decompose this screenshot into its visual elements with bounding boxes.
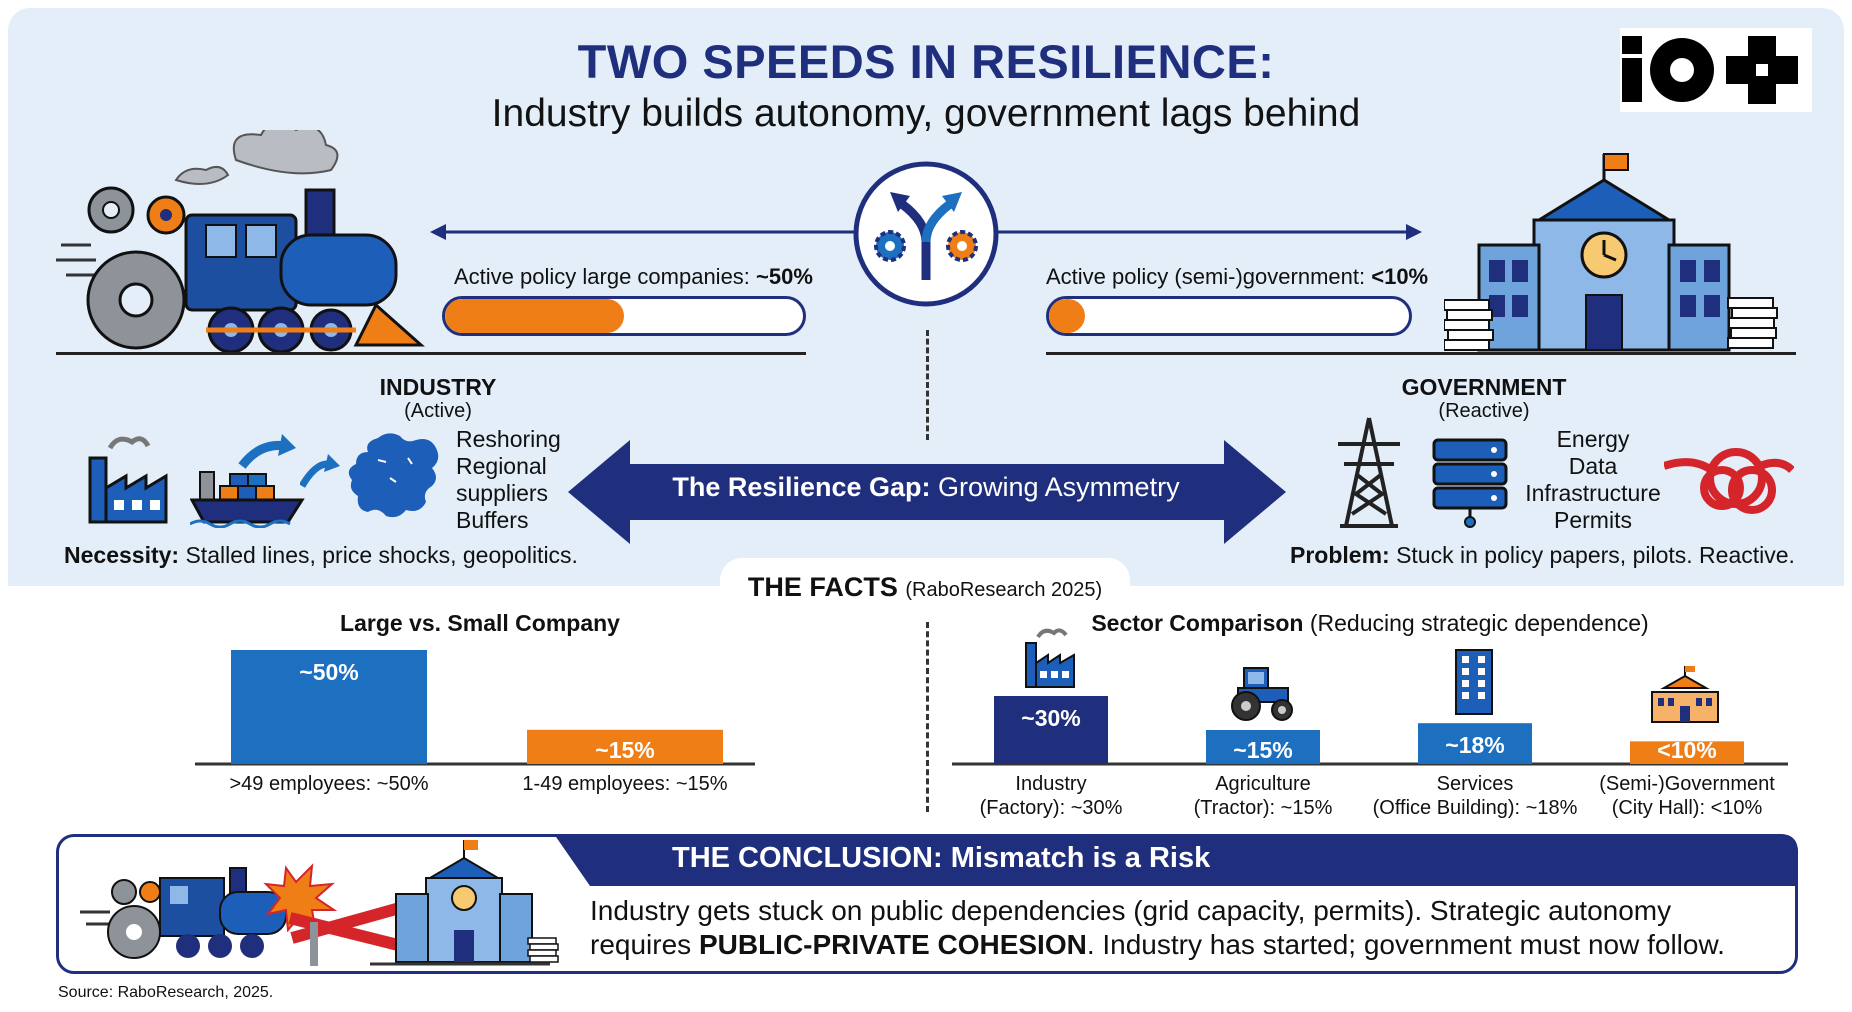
chart2-bar: [1630, 741, 1744, 764]
industry-policy-bar-fill: [445, 299, 624, 333]
chart1-svg: ~50% >49 employees: ~50% ~15% 1-49 employee…: [195, 650, 755, 795]
chart2-category-label: Agriculture: [1215, 773, 1311, 795]
list-item: Reshoring: [456, 426, 561, 452]
red-tape-knot-icon: [1664, 448, 1794, 514]
government-problem: Problem: Stuck in policy papers, pilots.…: [1290, 542, 1795, 568]
resilience-gap-label: The Resilience Gap: Growing Asymmetry: [672, 472, 1180, 502]
conclusion-header-band: [554, 834, 1798, 886]
center-divider-top: [926, 330, 929, 440]
server-icon: [1432, 438, 1508, 528]
list-item: Regional: [456, 453, 547, 479]
industry-baseline: [56, 352, 806, 355]
resilience-gap-double-arrow: [568, 440, 1286, 544]
chart2-category-label: Services: [1437, 773, 1514, 795]
government-title: GOVERNMENT: [1401, 374, 1567, 400]
government-list: Energy Data Infrastructure Permits: [1518, 426, 1668, 534]
center-divider-bottom: [926, 622, 929, 812]
chart2-bar: [1206, 730, 1320, 764]
government-policy-bar: [1046, 296, 1412, 336]
industry-policy-label: Active policy large companies: ~50%: [454, 264, 813, 289]
facts-heading: THE FACTS (RaboResearch 2025): [747, 572, 1103, 602]
chart2-value-label: ~15%: [1233, 737, 1292, 763]
conclusion-line2: requires PUBLIC-PRIVATE COHESION. Indust…: [590, 929, 1725, 960]
conclusion-line1: Industry gets stuck on public dependenci…: [590, 895, 1672, 926]
chart2-category-label: (City Hall): <10%: [1612, 797, 1763, 819]
industry-policy-bar: [442, 296, 806, 336]
government-direction-arrow: [992, 224, 1422, 240]
collision-illustration-icon: [80, 840, 559, 966]
chart2-category-label: Industry: [1015, 773, 1086, 795]
list-item: Infrastructure: [1525, 480, 1661, 506]
chart2-bar: [1418, 723, 1532, 764]
chart1-value-label: ~15%: [595, 737, 654, 763]
chart2-category-label: (Semi-)Government: [1599, 773, 1775, 795]
office-building-icon: [1455, 649, 1493, 715]
chart2-category-label: (Office Building): ~18%: [1373, 797, 1578, 819]
chart2-value-label: ~30%: [1021, 705, 1080, 731]
chart1-category-label: 1-49 employees: ~15%: [522, 773, 727, 795]
list-item: suppliers: [456, 480, 549, 506]
chart2-category-label: (Tractor): ~15%: [1194, 797, 1333, 819]
chart2-value-label: <10%: [1657, 737, 1716, 763]
brand-logo-icon: [1620, 28, 1812, 112]
conclusion-heading: THE CONCLUSION: Mismatch is a Risk: [672, 842, 1211, 874]
chart1-value-label: ~50%: [299, 659, 358, 685]
power-pylon-icon: [1338, 417, 1400, 528]
factory-icon: [1025, 628, 1075, 688]
city-hall-icon: [1444, 153, 1778, 352]
chart2-bar: [994, 696, 1108, 764]
factory-icon: [88, 436, 168, 524]
industry-list: Reshoring Regional suppliers Buffers: [456, 426, 561, 534]
government-subtitle: (Reactive): [1438, 400, 1530, 422]
chart2-svg: ~30% Industry(Factory): ~30% ~15% Agricultu…: [952, 696, 1788, 819]
list-item: Permits: [1554, 507, 1632, 533]
government-baseline: [1046, 352, 1796, 355]
chart1-title: Large vs. Small Company: [340, 610, 620, 636]
city-hall-icon: [1651, 666, 1719, 723]
diverging-arrows-gears-icon: [853, 161, 999, 307]
tractor-icon: [1231, 667, 1293, 721]
source-note: Source: RaboResearch, 2025.: [58, 984, 274, 1001]
chart2-value-label: ~18%: [1445, 732, 1504, 758]
chart1-bar: [231, 650, 427, 764]
industry-direction-arrow: [430, 224, 860, 240]
chart1-bar: [527, 729, 723, 764]
industry-title: INDUSTRY: [379, 374, 497, 400]
facts-tab-background: [720, 558, 1130, 610]
chart1-category-label: >49 employees: ~50%: [229, 773, 428, 795]
industry-necessity: Necessity: Stalled lines, price shocks, …: [64, 542, 578, 568]
conclusion-body: Industry gets stuck on public dependenci…: [590, 894, 1790, 962]
list-item: Data: [1568, 453, 1618, 479]
locomotive-icon: [56, 130, 425, 354]
list-item: Buffers: [456, 507, 529, 533]
government-policy-label: Active policy (semi-)government: <10%: [1046, 264, 1429, 289]
page-subtitle: Industry builds autonomy, government lag…: [491, 92, 1361, 135]
chart2-category-label: (Factory): ~30%: [980, 797, 1123, 819]
list-item: Energy: [1556, 426, 1630, 452]
cargo-ship-icon: [190, 434, 305, 528]
europe-map-icon: [348, 433, 439, 518]
page-title: TWO SPEEDS IN RESILIENCE:: [577, 35, 1275, 88]
industry-subtitle: (Active): [404, 400, 472, 422]
government-policy-bar-fill: [1049, 299, 1085, 333]
chart2-title: Sector Comparison (Reducing strategic de…: [1091, 610, 1649, 636]
arrow-right-icon: [300, 454, 340, 488]
